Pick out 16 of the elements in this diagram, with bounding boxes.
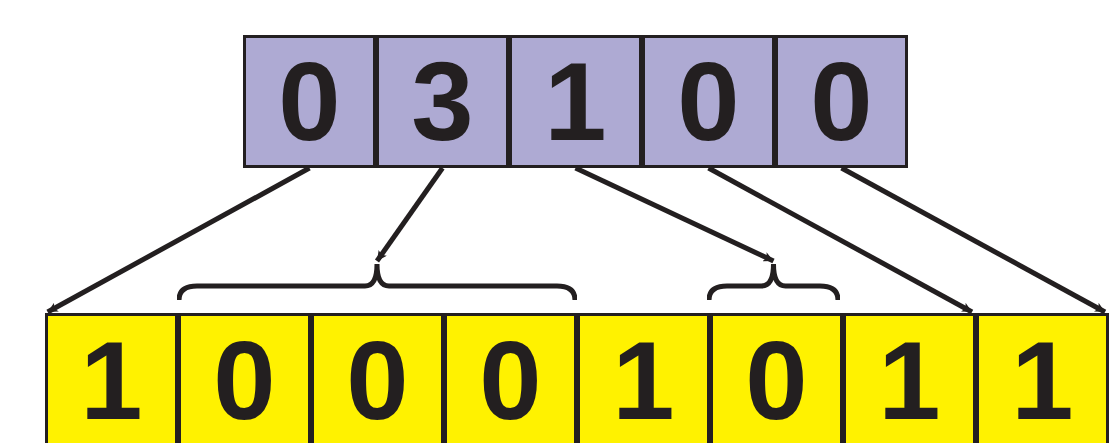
array-cell: 3	[376, 35, 509, 168]
array-cell: 1	[45, 313, 178, 443]
arrow	[374, 166, 445, 263]
array-cell: 0	[444, 313, 577, 443]
curly-brace	[707, 262, 840, 302]
array-cell: 0	[642, 35, 775, 168]
array-cell: 1	[843, 313, 976, 443]
array-cell: 1	[976, 313, 1109, 443]
array-cell: 0	[710, 313, 843, 443]
array-cell: 0	[311, 313, 444, 443]
array-cell: 1	[509, 35, 642, 168]
array-cell: 0	[178, 313, 311, 443]
array-cell: 1	[577, 313, 710, 443]
curly-brace	[177, 262, 577, 302]
array-cell: 0	[243, 35, 376, 168]
array-cell: 0	[775, 35, 908, 168]
